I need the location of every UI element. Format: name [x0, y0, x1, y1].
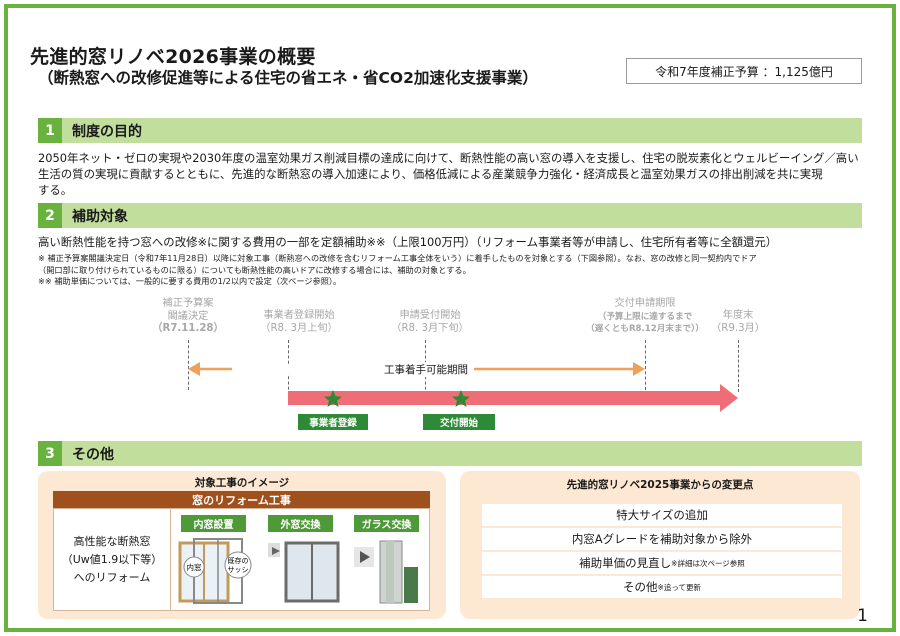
reform-text-line: へのリフォーム [73, 570, 151, 584]
milestone-line: （遅くともR8.12月末まで）） [585, 324, 705, 334]
milestone-line: （R9.3月） [711, 322, 765, 334]
section2-main-text: 高い断熱性能を持つ窓への改修※に関する費用の一部を定額補助※※（上限100万円）… [38, 235, 778, 249]
glass-exchange-icon [354, 540, 418, 604]
page-number: 1 [857, 606, 868, 626]
change-text: 補助単価の見直し [579, 556, 672, 570]
reform-text-line: （Uw値1.9以下等） [61, 552, 163, 566]
inner-window-icon [178, 538, 252, 604]
milestone-registration-start: 事業者登録開始 （R8. 3月上旬） [260, 310, 337, 335]
kind-outer-window: 外窓交換 [268, 515, 333, 532]
grant-start-box: 交付開始 [423, 414, 495, 430]
milestone-line: 交付申請期限 [614, 298, 676, 309]
kind-inner-window: 内窓設置 [181, 515, 246, 532]
milestone-line: （R7.11.28） [152, 323, 224, 334]
kind-glass: ガラス交換 [354, 515, 419, 532]
construction-period-label: 工事着手可能期間 [378, 362, 474, 377]
milestone-line: 補正予算案 [162, 298, 214, 309]
star-icon [452, 390, 470, 407]
milestone-fiscal-year-end: 年度末 （R9.3月） [711, 310, 765, 335]
milestone-line: （R8. 3月上旬） [260, 322, 338, 334]
change-note: ※詳細は次ページ参照 [671, 558, 745, 568]
milestone-line: （予算上限に達するまで [597, 311, 693, 322]
reform-text-line: 高性能な断熱窓 [73, 534, 151, 548]
section1-line: 2050年ネット・ゼロの実現や2030年度の温室効果ガス削減目標の達成に向けて、… [38, 151, 859, 165]
milestone-line: 閣議決定 [167, 310, 209, 322]
change-item: その他 ※追って更新 [482, 576, 842, 598]
window-illustrations: 内窓 既存の サッシ [178, 538, 418, 604]
section1-line: 生活の質の実現に貢献するとともに、先進的な断熱窓の導入加速により、価格低減による… [38, 167, 823, 181]
section1-text: 2050年ネット・ゼロの実現や2030年度の温室効果ガス削減目標の達成に向けて、… [38, 150, 864, 198]
milestone-application-deadline: 交付申請期限 （予算上限に達するまで （遅くともR8.12月末まで）） [586, 298, 704, 336]
milestone-guide-line [738, 340, 739, 392]
change-item: 特大サイズの追加 [482, 504, 842, 526]
change-text: その他 [623, 580, 658, 594]
section1-line: する。 [38, 183, 73, 197]
changes-title: 先進的窓リノベ2025事業からの変更点 [566, 479, 754, 491]
change-note: ※追って更新 [657, 582, 701, 592]
section1-title: 制度の目的 [72, 123, 142, 140]
inner-window-label: 内窓 [187, 562, 202, 572]
section3-title: その他 [72, 446, 114, 463]
change-item: 補助単価の見直し ※詳細は次ページ参照 [482, 552, 842, 574]
construction-image-title: 対象工事のイメージ [194, 477, 290, 489]
milestone-line: 事業者登録開始 [263, 310, 335, 321]
existing-sash-label-2: サッシ [228, 566, 249, 574]
milestone-guide-line [188, 340, 189, 390]
grant-period-arrow [288, 384, 738, 412]
section1-header: 1 制度の目的 [38, 118, 862, 143]
milestone-line: （R8. 3月下旬） [391, 322, 469, 334]
section3-number: 3 [38, 441, 62, 466]
existing-sash-label-1: 既存の [228, 556, 249, 565]
milestone-application-start: 申請受付開始 （R8. 3月下旬） [391, 310, 468, 335]
section2-title: 補助対象 [72, 208, 128, 225]
section3-header: 3 その他 [38, 441, 862, 466]
milestone-line: 申請受付開始 [399, 310, 461, 321]
milestone-guide-line [645, 340, 646, 390]
section2-header: 2 補助対象 [38, 203, 862, 228]
page-subtitle: （断熱窓への改修促進等による住宅の省エネ・省CO2加速化支援事業） [38, 69, 538, 87]
section1-number: 1 [38, 118, 62, 143]
note-line: ※※ 補助単価については、一般的に要する費用の1/2以内で設定（次ページ参照）。 [38, 276, 342, 286]
change-text: 特大サイズの追加 [616, 508, 708, 522]
outer-window-icon [268, 541, 340, 603]
high-performance-window-text: 高性能な断熱窓 （Uw値1.9以下等） へのリフォーム [53, 508, 171, 611]
star-icon [324, 390, 342, 407]
section2-notes: ※ 補正予算案閣議決定日（令和7年11月28日）以降に対象工事（断熱窓への改修を… [38, 253, 868, 288]
milestone-budget-decision: 補正予算案 閣議決定 （R7.11.28） [152, 298, 223, 336]
change-item: 内窓Aグレードを補助対象から除外 [482, 528, 842, 550]
change-text: 内窓Aグレードを補助対象から除外 [571, 532, 753, 546]
section2-number: 2 [38, 203, 62, 228]
note-line: ※ 補正予算案閣議決定日（令和7年11月28日）以降に対象工事（断熱窓への改修を… [38, 253, 757, 263]
window-reform-bar: 窓のリフォーム工事 [53, 491, 430, 508]
note-line: （開口部に取り付けられているものに限る）についても断熱性能の高いドアに改修する場… [38, 264, 471, 275]
registration-box: 事業者登録 [298, 414, 368, 430]
page-title: 先進的窓リノベ2026事業の概要 [30, 46, 316, 68]
milestone-line: 年度末 [722, 310, 754, 321]
budget-box: 令和7年度補正予算 ：1,125億円 [626, 58, 862, 84]
